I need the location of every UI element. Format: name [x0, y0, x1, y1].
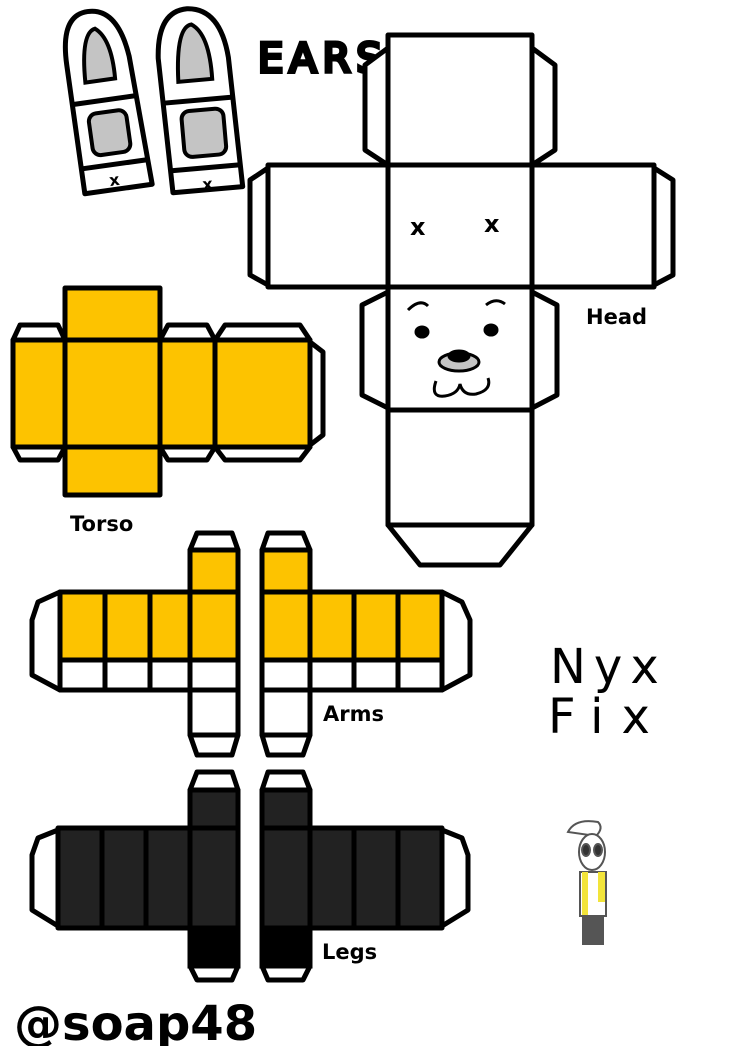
- head-label: Head: [586, 305, 647, 329]
- arms-label: Arms: [323, 702, 384, 726]
- head-face: [385, 284, 535, 413]
- character-sprite: [566, 820, 607, 945]
- head-back-x-mark: x: [484, 210, 500, 238]
- svg-text:x: x: [202, 174, 215, 194]
- head-net: x x: [247, 32, 676, 568]
- ear-left: x: [62, 8, 155, 197]
- legs-label: Legs: [322, 940, 377, 964]
- head-back-x-marks: x: [410, 213, 426, 241]
- arm-right-net: [259, 530, 473, 758]
- credit-handle: @soap48: [14, 996, 257, 1046]
- torso-net: [10, 285, 326, 498]
- signature-nyx: Nyx: [550, 639, 667, 695]
- torso-label: Torso: [70, 512, 133, 536]
- signature-fix: Fix: [548, 689, 668, 745]
- arm-left-net: [29, 530, 241, 758]
- leg-right-net: [259, 769, 471, 983]
- face-features: [406, 299, 506, 398]
- leg-left-net: [29, 769, 241, 983]
- ear-right: x: [155, 6, 246, 196]
- svg-text:x: x: [108, 170, 122, 190]
